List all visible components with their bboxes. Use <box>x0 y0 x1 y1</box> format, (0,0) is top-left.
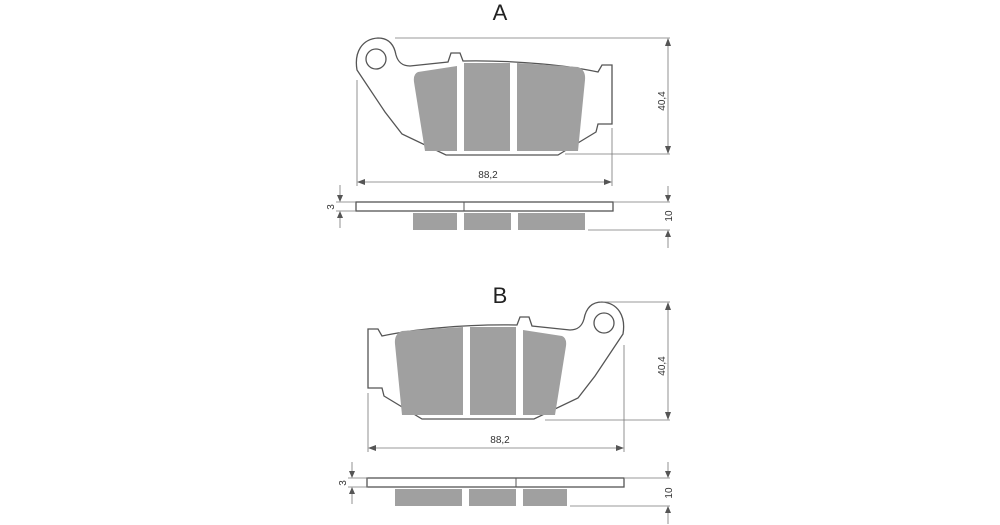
view-b-top-view <box>367 301 625 420</box>
view-b-height-dim: 40,4 <box>657 356 668 376</box>
view-a-side-view <box>355 201 614 231</box>
view-b-label: B <box>493 283 508 308</box>
view-a-total-thickness-dim: 10 <box>664 210 675 222</box>
view-a-plate-thickness-dim: 3 <box>326 204 337 210</box>
view-a-label: A <box>493 0 508 25</box>
view-b-dimensions <box>348 301 671 524</box>
view-b-width-dim: 88,2 <box>490 435 510 446</box>
view-b-side-view <box>366 477 625 507</box>
view-a-top-view <box>355 37 613 156</box>
view-a-width-dim: 88,2 <box>478 170 498 181</box>
view-a-height-dim: 40,4 <box>657 91 668 111</box>
view-b-total-thickness-dim: 10 <box>664 487 675 499</box>
view-b-plate-thickness-dim: 3 <box>338 480 349 486</box>
view-a-dimensions <box>336 37 671 248</box>
